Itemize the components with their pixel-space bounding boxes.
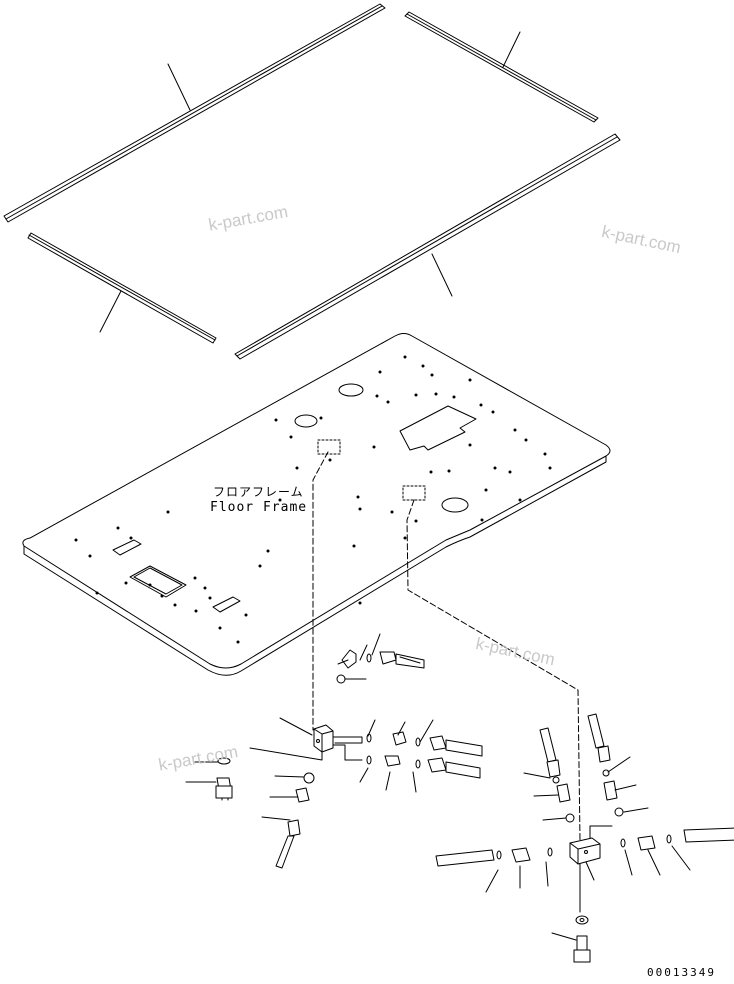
elbow-fitting-top bbox=[336, 633, 381, 684]
part-label-english: Floor Frame bbox=[210, 500, 308, 515]
junction-block-left bbox=[249, 724, 363, 761]
hose-top-right-of-elbow bbox=[379, 651, 425, 669]
plug-fittings-left-bottom bbox=[261, 772, 315, 869]
leader-line bbox=[502, 31, 521, 68]
junction-block-right bbox=[569, 825, 613, 865]
fittings-right-of-block bbox=[279, 717, 483, 793]
hoses-right-top bbox=[523, 713, 649, 823]
bolt-left bbox=[185, 757, 233, 801]
dashed-leader-left bbox=[312, 451, 329, 731]
seal-strip-bottom-right bbox=[234, 133, 621, 360]
dashed-leader-right bbox=[406, 499, 581, 841]
o-ring-left bbox=[366, 653, 372, 663]
seal-strip-bottom-left bbox=[27, 232, 217, 344]
leader-line bbox=[167, 63, 191, 111]
leader-line bbox=[431, 253, 453, 297]
plate-cutouts bbox=[112, 383, 477, 613]
seal-strip-top-right bbox=[404, 11, 599, 123]
plate-holes bbox=[74, 355, 552, 644]
part-label-japanese: フロアフレーム bbox=[213, 485, 304, 499]
bolt-right bbox=[551, 863, 591, 963]
floor-frame-plate bbox=[22, 333, 611, 676]
figure-number: 00013349 bbox=[647, 966, 716, 979]
fittings-right-horizontal bbox=[435, 827, 734, 893]
leader-line bbox=[99, 290, 122, 333]
seal-strip-top-left bbox=[3, 3, 386, 223]
